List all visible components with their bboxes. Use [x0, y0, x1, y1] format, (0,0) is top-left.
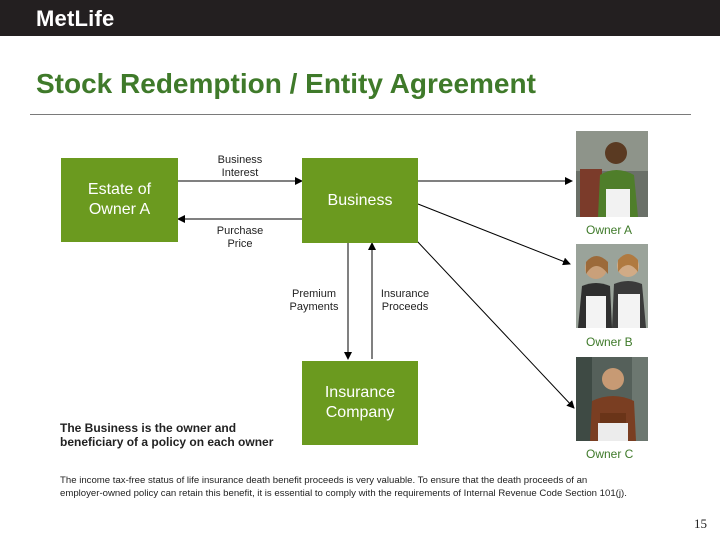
owner-c-photo	[576, 357, 648, 441]
purchase-price-label: Purchase Price	[216, 225, 264, 250]
insurance-proceeds-label: Insurance Proceeds	[380, 288, 430, 313]
ownership-note: The Business is the owner and beneficiar…	[60, 421, 274, 449]
insurance-label: Insurance Company	[324, 384, 396, 421]
business-interest-label: Business Interest	[217, 154, 263, 179]
slide-title: Stock Redemption / Entity Agreement	[36, 68, 536, 99]
business-owner-c-line	[415, 239, 575, 409]
estate-label: Estate of Owner A	[87, 181, 152, 218]
title-divider	[30, 114, 691, 115]
owner-c-label: Owner C	[586, 447, 634, 461]
page-number: 15	[694, 516, 707, 531]
owner-b-photo	[576, 244, 648, 328]
business-box: Business	[302, 158, 418, 243]
footnote: The income tax-free status of life insur…	[60, 475, 627, 499]
metlife-logo: MetLife	[36, 6, 115, 31]
estate-of-owner-a-box: Estate of Owner A	[61, 158, 178, 242]
premium-payments-label: Premium Payments	[289, 288, 339, 313]
owner-a-photo	[576, 131, 648, 217]
header-bar: MetLife	[0, 0, 720, 36]
owner-b-label: Owner B	[586, 335, 633, 349]
owner-a-label: Owner A	[586, 223, 633, 237]
business-label: Business	[327, 191, 393, 209]
business-owner-b-line	[417, 203, 571, 266]
insurance-company-box: Insurance Company	[302, 361, 418, 445]
